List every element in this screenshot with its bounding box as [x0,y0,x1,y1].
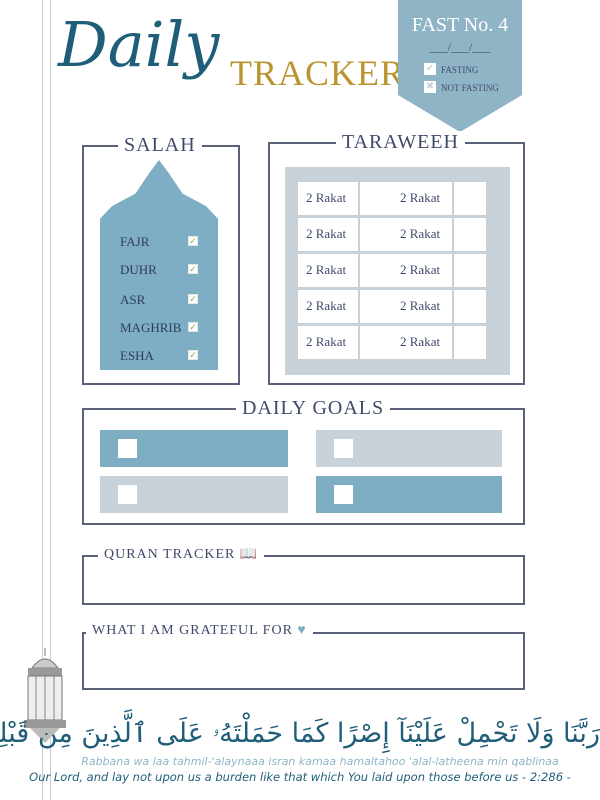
margin-line [50,0,51,800]
rakat-cell: 2 Rakat [298,326,358,359]
fast-date[interactable]: ___/___/___ [429,40,491,54]
quran-label: QURAN TRACKER 📖 [98,546,265,563]
taraweeh-label: TARAWEEH [336,131,465,154]
goal-checkbox[interactable] [118,439,137,458]
rakat-cell: 2 Rakat [392,218,452,251]
rakat-checkbox[interactable] [360,290,392,323]
rakat-cell: 2 Rakat [298,254,358,287]
title-tracker: TRACKER [230,53,406,93]
salah-label: SALAH [118,134,202,157]
title-script: Daily [58,8,220,81]
goals-label: DAILY GOALS [236,397,391,420]
grateful-label: WHAT I AM GRATEFUL FOR ♥ [86,623,313,639]
goal-item[interactable] [316,476,502,513]
lantern-icon [20,648,70,743]
salah-maghrib: MAGHRIB [120,320,182,335]
goal-item[interactable] [100,476,288,513]
grateful-label-text: WHAT I AM GRATEFUL FOR [92,623,293,638]
margin-line [42,0,43,800]
verse-translation: Our Lord, and lay not upon us a burden l… [29,770,571,784]
rakat-cell: 2 Rakat [392,182,452,215]
rakat-cell: 2 Rakat [298,218,358,251]
salah-duhr: DUHR [120,262,157,277]
heart-icon: ♥ [297,623,307,638]
goal-checkbox[interactable] [334,439,353,458]
salah-asr: ASR [120,292,146,307]
goal-item[interactable] [100,430,288,467]
goal-checkbox[interactable] [334,485,353,504]
rakat-cell: 2 Rakat [392,326,452,359]
verse-transliteration: Rabbana wa laa tahmil-'alaynaaa isran ka… [81,755,559,768]
duhr-checkbox[interactable]: ✓ [188,264,198,274]
fasting-checkbox[interactable]: ✔ [424,63,436,75]
rakat-checkbox[interactable] [454,290,486,323]
rakat-checkbox[interactable] [454,326,486,359]
maghrib-checkbox[interactable]: ✓ [188,322,198,332]
not-fasting-label: NOT FASTING [441,83,499,93]
goal-checkbox[interactable] [118,485,137,504]
fast-number: FAST No. 4 [411,14,509,36]
rakat-cell: 2 Rakat [392,254,452,287]
rakat-cell: 2 Rakat [298,290,358,323]
rakat-checkbox[interactable] [360,326,392,359]
rakat-checkbox[interactable] [360,254,392,287]
fasting-label: FASTING [441,65,479,75]
verse-arabic: رَبَّنَا وَلَا تَحْمِلْ عَلَيْنَآ إِصْرً… [0,718,600,749]
quran-box[interactable] [82,555,525,605]
asr-checkbox[interactable]: ✓ [188,294,198,304]
quran-label-text: QURAN TRACKER [104,547,236,562]
rakat-checkbox[interactable] [360,218,392,251]
salah-esha: ESHA [120,348,154,363]
esha-checkbox[interactable]: ✓ [188,350,198,360]
rakat-checkbox[interactable] [454,182,486,215]
book-icon: 📖 [239,547,259,562]
rakat-checkbox[interactable] [454,254,486,287]
rakat-checkbox[interactable] [454,218,486,251]
grateful-box[interactable] [82,632,525,690]
not-fasting-checkbox[interactable]: ✖ [424,81,436,93]
rakat-checkbox[interactable] [360,182,392,215]
fajr-checkbox[interactable]: ✓ [188,236,198,246]
goal-item[interactable] [316,430,502,467]
rakat-cell: 2 Rakat [298,182,358,215]
salah-fajr: FAJR [120,234,150,249]
rakat-cell: 2 Rakat [392,290,452,323]
